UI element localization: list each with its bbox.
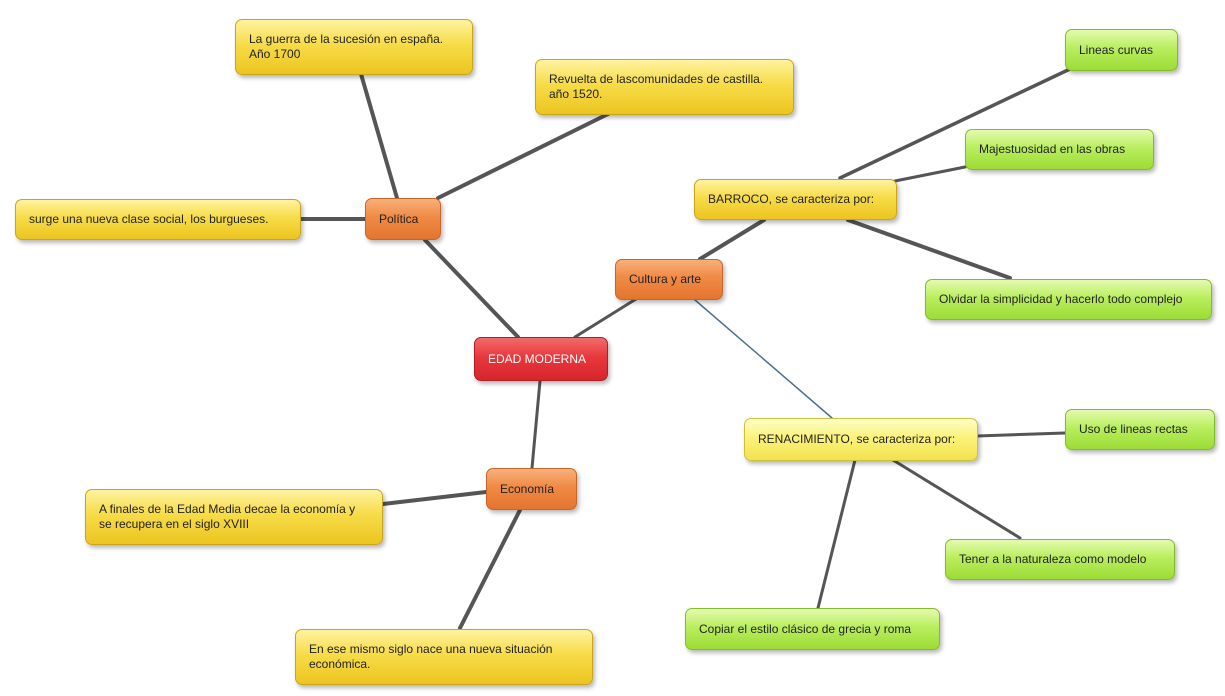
- link-barroco-lineas-curvas: [838, 67, 1072, 180]
- node-label: RENACIMIENTO, se caracteriza por:: [758, 432, 956, 446]
- node-label: La guerra de la sucesión en españa. Año …: [249, 32, 444, 61]
- node-label: Tener a la naturaleza como modelo: [959, 552, 1147, 566]
- node-olvidar-simplicidad[interactable]: Olvidar la simplicidad y hacerlo todo co…: [925, 279, 1212, 320]
- node-label: surge una nueva clase social, los burgue…: [29, 212, 269, 226]
- node-label: BARROCO, se caracteriza por:: [708, 192, 875, 206]
- node-label: Olvidar la simplicidad y hacerlo todo co…: [939, 292, 1183, 306]
- link-cultura-barroco: [698, 218, 766, 261]
- node-decae-economia[interactable]: A finales de la Edad Media decae la econ…: [85, 489, 383, 545]
- node-label: Uso de lineas rectas: [1079, 422, 1188, 436]
- node-label: Lineas curvas: [1079, 42, 1154, 57]
- node-revuelta-comunidades[interactable]: Revuelta de lascomunidades de castilla. …: [535, 59, 794, 115]
- node-barroco[interactable]: BARROCO, se caracteriza por:: [694, 179, 897, 220]
- link-economia-decae: [381, 490, 488, 506]
- link-root-economia: [530, 379, 542, 470]
- node-lineas-curvas[interactable]: Lineas curvas: [1065, 29, 1178, 71]
- node-edad-moderna[interactable]: EDAD MODERNA: [474, 337, 608, 381]
- link-cultura-renacimiento: [694, 299, 833, 419]
- link-renacimiento-copiar: [816, 458, 857, 610]
- node-label: Copiar el estilo clásico de grecia y rom…: [699, 621, 912, 636]
- node-label: En ese mismo siglo nace una nueva situac…: [309, 642, 553, 671]
- node-politica[interactable]: Política: [365, 198, 441, 240]
- link-politica-guerra: [359, 72, 399, 200]
- node-label: Majestuosidad en las obras: [979, 142, 1126, 156]
- node-renacimiento[interactable]: RENACIMIENTO, se caracteriza por:: [744, 418, 978, 461]
- link-root-cultura: [573, 297, 638, 339]
- node-economia[interactable]: Economía: [486, 468, 577, 510]
- node-label: Política: [379, 211, 419, 226]
- link-renacimiento-lineas-rectas: [975, 431, 1067, 438]
- node-label: Economía: [500, 481, 555, 496]
- link-politica-revuelta: [436, 112, 610, 200]
- link-economia-nueva-situacion: [458, 508, 522, 630]
- node-label: Revuelta de lascomunidades de castilla. …: [549, 72, 764, 101]
- node-majestuosidad[interactable]: Majestuosidad en las obras: [965, 129, 1154, 170]
- node-burgueses[interactable]: surge una nueva clase social, los burgue…: [15, 199, 301, 240]
- link-barroco-majestuosidad: [893, 165, 967, 183]
- node-label: Cultura y arte: [629, 272, 702, 286]
- node-nueva-situacion-economica[interactable]: En ese mismo siglo nace una nueva situac…: [295, 629, 593, 685]
- node-label: EDAD MODERNA: [488, 351, 587, 366]
- node-cultura-y-arte[interactable]: Cultura y arte: [615, 259, 723, 300]
- link-barroco-olvidar: [846, 218, 1012, 280]
- node-lineas-rectas[interactable]: Uso de lineas rectas: [1065, 409, 1215, 450]
- link-root-politica: [423, 238, 520, 339]
- node-copiar-estilo-clasico[interactable]: Copiar el estilo clásico de grecia y rom…: [685, 608, 940, 650]
- node-label: A finales de la Edad Media decae la econ…: [99, 502, 356, 531]
- node-naturaleza-modelo[interactable]: Tener a la naturaleza como modelo: [945, 539, 1175, 580]
- link-renacimiento-naturaleza: [891, 458, 1022, 540]
- node-guerra-sucesion[interactable]: La guerra de la sucesión en españa. Año …: [235, 19, 473, 75]
